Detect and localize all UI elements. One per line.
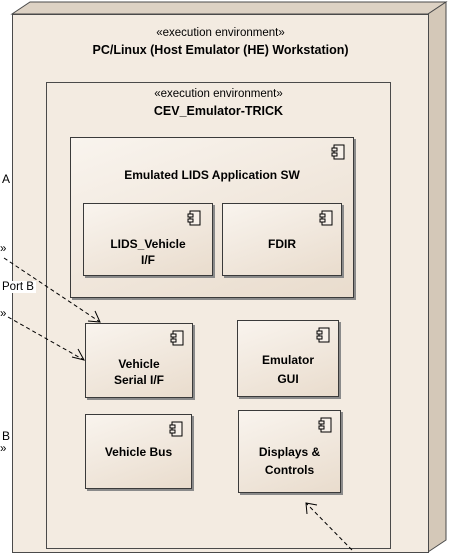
- lids-vehicle-if-label-1: LIDS_Vehicle: [110, 237, 186, 251]
- component-icon: [331, 144, 345, 160]
- dependency-line-mid[interactable]: [7, 316, 85, 361]
- outer-node-stereotype: «execution environment»: [156, 27, 285, 39]
- component-icon: [316, 327, 330, 343]
- inner-node-stereotype: «execution environment»: [154, 88, 283, 100]
- external-stereotype-mid: »: [0, 308, 7, 320]
- external-stereotype-top: »: [0, 243, 7, 255]
- component-icon: [318, 417, 332, 433]
- emulator-gui-label-1: Emulator: [261, 353, 314, 367]
- vehicle-serial-if-label-2: Serial I/F: [113, 373, 165, 387]
- external-label-a: A: [2, 172, 11, 186]
- dependency-line-top[interactable]: [3, 257, 101, 323]
- emulator-gui-label-2: GUI: [277, 372, 299, 386]
- vehicle-bus-label: Vehicle Bus: [104, 445, 173, 459]
- fdir-label: FDIR: [268, 237, 296, 251]
- component-icon: [319, 210, 333, 226]
- component-icon: [187, 210, 201, 226]
- dependency-line-bottom[interactable]: [305, 502, 353, 551]
- lids-vehicle-if-label-2: I/F: [141, 253, 155, 267]
- inner-node-title: CEV_Emulator-TRICK: [153, 104, 284, 118]
- external-stereotype-bottom: »: [0, 443, 7, 455]
- displays-controls-label-2: Controls: [264, 463, 315, 477]
- component-icon: [170, 330, 184, 346]
- outer-node-title: PC/Linux (Host Emulator (HE) Workstation…: [92, 43, 349, 57]
- vehicle-serial-if-label-1: Vehicle: [118, 357, 160, 371]
- external-label-b: B: [2, 429, 11, 443]
- port-b-label: Port B: [0, 281, 36, 293]
- displays-controls-label-1: Displays &: [258, 445, 321, 459]
- lids-application-label: Emulated LIDS Application SW: [124, 168, 300, 182]
- component-icon: [169, 421, 183, 437]
